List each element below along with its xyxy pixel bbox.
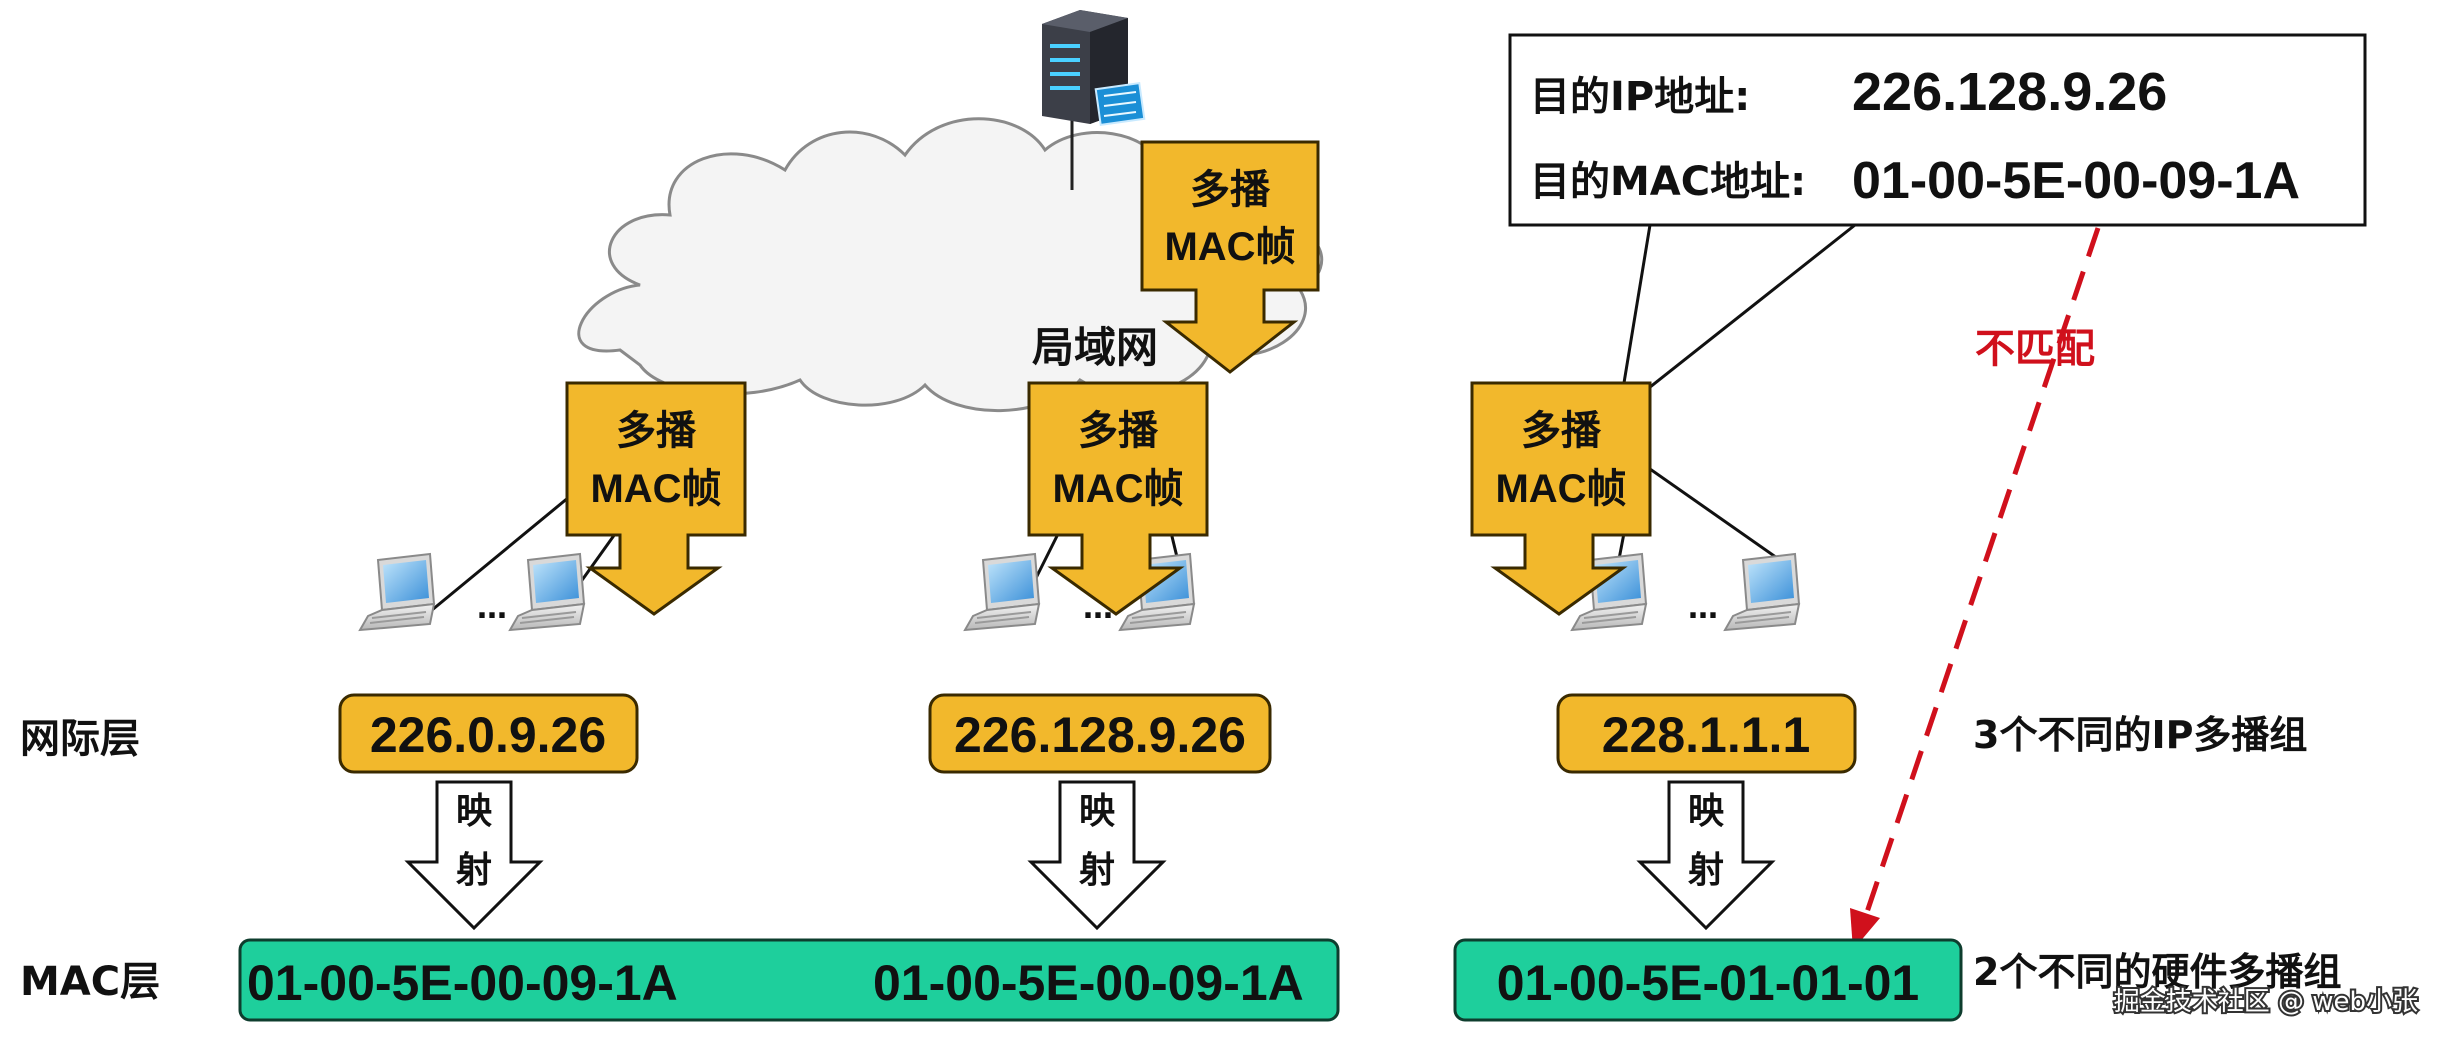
mac-group-bar-1: 01-00-5E-00-09-1A 01-00-5E-00-09-1A	[238, 938, 1340, 1022]
destination-info-box: 目的IP地址: 226.128.9.26 目的MAC地址: 01-00-5E-0…	[1508, 33, 2367, 227]
mapping-label-line2: 射	[456, 850, 492, 891]
ip-group-1: 226.0.9.26	[338, 693, 639, 774]
frame-label-line2: MAC帧	[1495, 467, 1626, 511]
mac-layer-label: MAC层	[20, 959, 160, 1005]
dest-ip-label: 目的IP地址:	[1530, 74, 1750, 120]
mac-groups-note: 2个不同的硬件多播组	[1973, 950, 2341, 994]
frame-label-line2: MAC帧	[590, 467, 721, 511]
mapping-label-line1: 映	[456, 791, 492, 832]
frame-label-line2: MAC帧	[1164, 225, 1295, 269]
frame-arrow-icon	[1470, 381, 1652, 616]
ip-group-value: 226.0.9.26	[370, 707, 606, 763]
mismatch-label: 不匹配	[1975, 326, 2095, 372]
laptop-icon	[1724, 553, 1800, 631]
mapping-label-line2: 射	[1688, 850, 1724, 891]
mapping-label-line1: 映	[1079, 791, 1115, 832]
mapping-arrow-3: 映 射	[1636, 780, 1776, 931]
frame-arrow-icon	[1027, 381, 1209, 616]
mapping-arrow-icon	[1636, 780, 1776, 931]
mac-address: 01-00-5E-01-01-01	[1497, 955, 1920, 1011]
lan-label: 局域网	[1032, 323, 1158, 372]
laptop-icon	[964, 553, 1040, 631]
ip-group-2: 226.128.9.26	[928, 693, 1272, 774]
frame-arrow-icon	[565, 381, 747, 616]
frame-arrow-right: 多播 MAC帧	[1470, 381, 1652, 616]
host-ellipsis: …	[1688, 591, 1718, 626]
watermark: 掘金技术社区 @ web小张	[2112, 985, 2420, 1019]
dest-mac-label: 目的MAC地址:	[1530, 159, 1806, 205]
frame-label-line1: 多播	[1521, 408, 1602, 454]
dest-ip-value: 226.128.9.26	[1852, 62, 2167, 122]
ip-group-3: 228.1.1.1	[1556, 693, 1857, 774]
dest-mac-value: 01-00-5E-00-09-1A	[1852, 152, 2300, 210]
frame-label-line1: 多播	[1190, 167, 1271, 213]
mapping-label-line1: 映	[1688, 791, 1724, 832]
ip-group-value: 226.128.9.26	[954, 707, 1246, 763]
mapping-label-line2: 射	[1079, 850, 1115, 891]
network-layer-label: 网际层	[20, 716, 140, 762]
ip-group-value: 228.1.1.1	[1602, 707, 1811, 763]
laptop-icon	[359, 553, 435, 631]
frame-arrow-top: 多播 MAC帧	[1140, 140, 1320, 374]
watermark-text: 掘金技术社区 @ web小张	[2114, 987, 2418, 1017]
mapping-arrow-icon	[404, 780, 544, 931]
ip-groups-note: 3个不同的IP多播组	[1973, 713, 2307, 757]
frame-arrow-left: 多播 MAC帧	[565, 381, 747, 616]
mac-address: 01-00-5E-00-09-1A	[247, 955, 678, 1011]
mismatch-arrow: 不匹配	[1850, 227, 2101, 950]
frame-label-line1: 多播	[1078, 408, 1159, 454]
frame-label-line2: MAC帧	[1052, 467, 1183, 511]
frame-label-line1: 多播	[616, 408, 697, 454]
mac-group-bar-2: 01-00-5E-01-01-01	[1453, 938, 1963, 1022]
mapping-arrow-icon	[1027, 780, 1167, 931]
frame-arrow-middle: 多播 MAC帧	[1027, 381, 1209, 616]
mac-address: 01-00-5E-00-09-1A	[873, 955, 1304, 1011]
mapping-arrow-1: 映 射	[404, 780, 544, 931]
laptop-icon	[509, 553, 585, 631]
host-ellipsis: …	[477, 591, 507, 626]
server-icon	[1042, 10, 1146, 190]
mapping-arrow-2: 映 射	[1027, 780, 1167, 931]
frame-arrow-icon	[1140, 140, 1320, 374]
